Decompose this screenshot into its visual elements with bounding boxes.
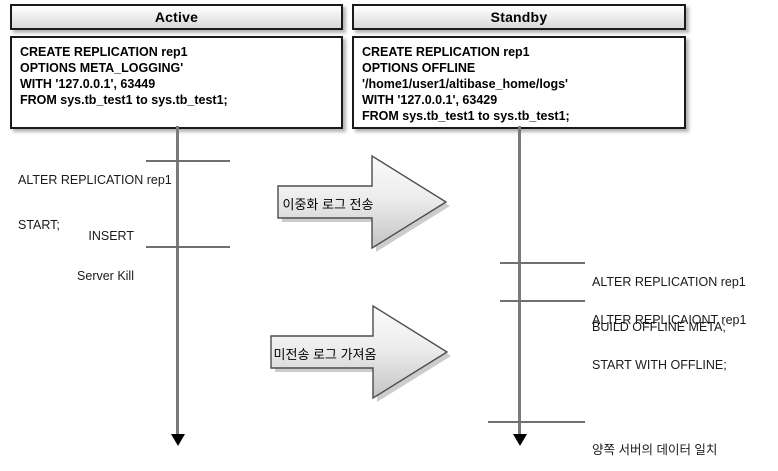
node-active-header: Active [10,4,343,30]
annotation-data-match-line: 양쪽 서버의 데이터 일치 [592,443,718,457]
annotation-alter-start-line: START; [18,218,60,232]
node-standby-body: CREATE REPLICATION rep1 OPTIONS OFFLINE … [352,36,686,129]
node-active-body-line: FROM sys.tb_test1 to sys.tb_test1; [20,93,228,107]
node-active-title: Active [154,9,199,25]
node-standby-body-line: CREATE REPLICATION rep1 [362,45,530,59]
annotation-insert: INSERT [18,199,134,274]
annotation-build-offline-meta: ALTER REPLICATION rep1 BUILD OFFLINE MET… [592,245,746,365]
lifeline-standby-arrowhead [512,434,527,446]
flow-arrow-body [270,304,449,400]
tick-alter-start [146,160,230,162]
node-standby-body-line: FROM sys.tb_test1 to sys.tb_test1; [362,109,570,123]
annotation-server-kill: Server Kill [18,239,134,314]
node-standby-body-line: WITH '127.0.0.1', 63429 [362,93,498,107]
flow-arrow-shape [277,154,450,252]
tick-build-offline-meta [500,262,585,264]
tick-server-kill [146,246,230,248]
annotation-start-with-offline-line: START WITH OFFLINE; [592,358,727,372]
flow-arrow-label: 이중화 로그 전송 [282,197,374,212]
node-active-body-line: WITH '127.0.0.1', 63449 [20,77,156,91]
annotation-server-kill-line: Server Kill [77,269,134,283]
lifeline-active [176,126,179,437]
annotation-insert-line: INSERT [88,229,134,243]
node-active-body-line: OPTIONS META_LOGGING' [20,61,184,75]
node-standby-body-line: '/home1/user1/altibase_home/logs' [362,77,569,91]
annotation-alter-start: ALTER REPLICATION rep1 START; [18,143,172,263]
node-standby-title: Standby [490,9,548,25]
node-standby-body-line: OPTIONS OFFLINE [362,61,476,75]
annotation-start-with-offline-line: ALTER REPLICAIONT rep1 [592,313,747,327]
annotation-alter-start-line: ALTER REPLICATION rep1 [18,173,172,187]
tick-start-with-offline [500,300,585,302]
tick-data-match [488,421,585,423]
node-active-body: CREATE REPLICATION rep1 OPTIONS META_LOG… [10,36,343,129]
lifeline-standby [518,126,521,437]
annotation-build-offline-meta-line: ALTER REPLICATION rep1 [592,275,746,289]
node-active-body-line: CREATE REPLICATION rep1 [20,45,188,59]
flow-arrow-body [277,154,448,250]
flow-arrow-label: 미전송 로그 가져옴 [273,347,377,362]
annotation-data-match: 양쪽 서버의 데이터 일치 [592,413,717,471]
node-standby-header: Standby [352,4,686,30]
flow-arrow-shape [270,304,451,402]
annotation-build-offline-meta-line: BUILD OFFLINE META; [592,320,726,334]
annotation-start-with-offline: ALTER REPLICAIONT rep1 START WITH OFFLIN… [592,283,746,403]
lifeline-active-arrowhead [170,434,185,446]
flow-arrow-replication-log-send: 이중화 로그 전송 [272,152,452,252]
flow-arrow-fetch-untransmitted-log: 미전송 로그 가져옴 [265,302,455,402]
